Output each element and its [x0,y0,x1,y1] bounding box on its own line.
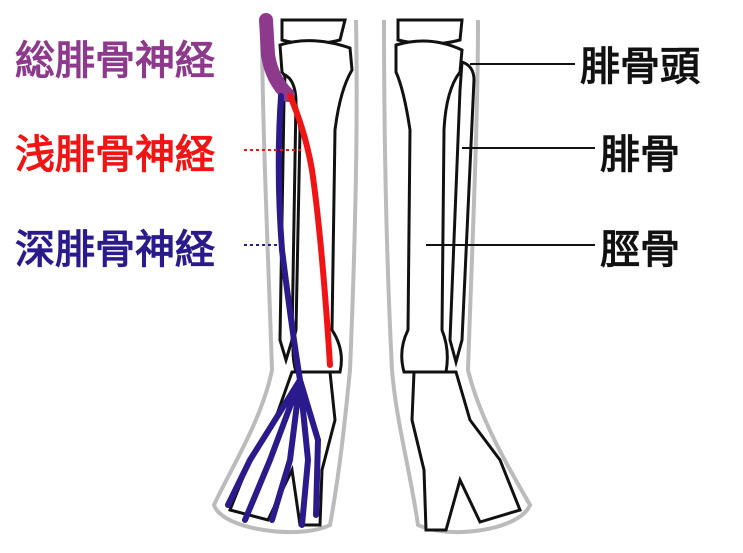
deep-peroneal-nerve [225,93,322,528]
label-fibular-head: 腓骨頭 [580,44,701,90]
label-fibula: 腓骨 [600,132,680,178]
label-common-peroneal-nerve: 総腓骨神経 [15,38,216,84]
right-tibia [394,39,464,374]
superficial-peroneal-nerve [287,93,333,368]
right-foot-bones [410,370,523,532]
pointer-lines [426,63,595,246]
right-leg-outline [382,19,533,535]
common-peroneal-nerve [259,13,295,102]
label-tibia: 脛骨 [600,227,680,273]
left-leg-outline [211,19,359,535]
right-fibula [448,59,476,368]
leg-outlines [211,19,533,535]
label-superficial-peroneal-nerve: 浅腓骨神経 [15,132,216,178]
right-leg-bones [394,18,523,532]
label-deep-peroneal-nerve: 深腓骨神経 [15,227,216,273]
dotted-pointers [244,149,302,246]
nerves [225,13,333,528]
